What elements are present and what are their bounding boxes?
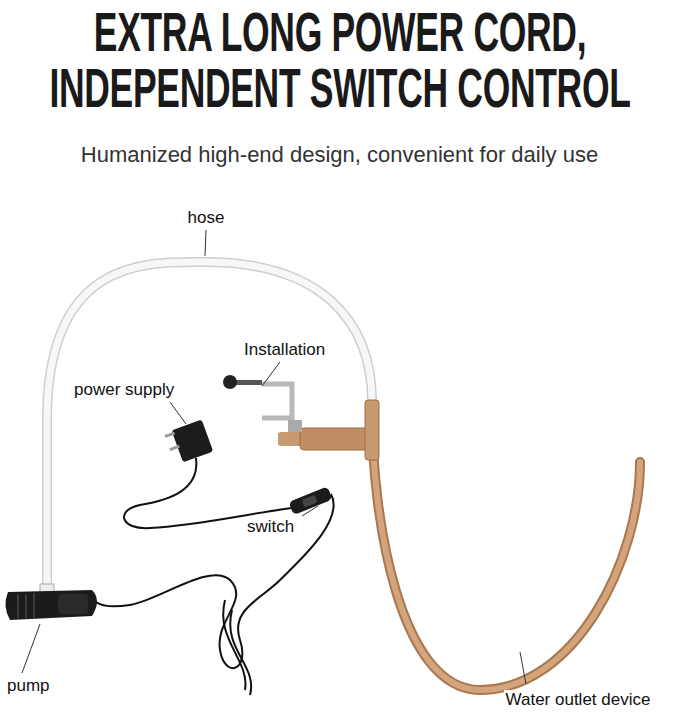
leader-line	[520, 652, 526, 684]
wire-coil	[223, 600, 251, 695]
subtitle-caption: Humanized high-end design, convenient fo…	[0, 142, 679, 168]
outlet-pipe-shadow	[372, 410, 640, 690]
outlet-pipe	[372, 410, 640, 690]
part-label: switch	[245, 517, 296, 537]
leader-line	[262, 362, 280, 386]
leader-line	[22, 624, 40, 673]
leader-line	[170, 402, 186, 424]
leader-line	[205, 230, 206, 256]
part-label: hose	[186, 208, 227, 228]
water-pump	[5, 584, 97, 620]
clamp-knob	[223, 375, 237, 389]
part-label: power supply	[72, 380, 176, 400]
part-label: Water outlet device	[504, 690, 653, 710]
heading-title: EXTRA LONG POWER CORD, INDEPENDENT SWITC…	[15, 4, 665, 116]
power-adapter	[164, 419, 213, 465]
part-label: Installation	[242, 340, 327, 360]
holder-stem	[288, 420, 302, 432]
pump-wire	[96, 494, 334, 668]
part-label: pump	[5, 676, 52, 696]
clamp-bracket	[262, 384, 292, 418]
holder-joint	[365, 400, 379, 460]
leader-line	[302, 506, 318, 516]
inline-switch	[288, 486, 332, 515]
